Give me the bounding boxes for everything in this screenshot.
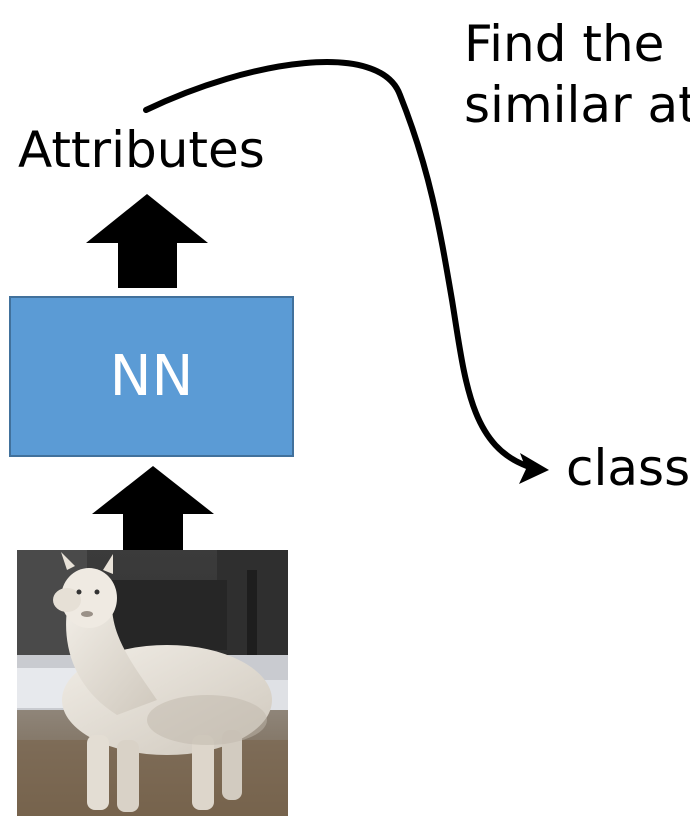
nn-label: NN: [109, 343, 194, 409]
nn-box: NN: [9, 296, 294, 457]
block-arrow-upper: [86, 194, 208, 288]
block-arrow-lower: [92, 466, 214, 560]
top-text: Find the similar at: [464, 14, 690, 136]
top-text-line-1: Find the: [464, 15, 665, 73]
connector-arrowhead: [519, 453, 549, 484]
curved-connector: [143, 59, 530, 469]
attributes-label: Attributes: [18, 121, 265, 179]
top-text-line-2: similar at: [464, 76, 690, 134]
alpaca-photo: [17, 550, 288, 816]
class-label: class: [566, 439, 690, 497]
